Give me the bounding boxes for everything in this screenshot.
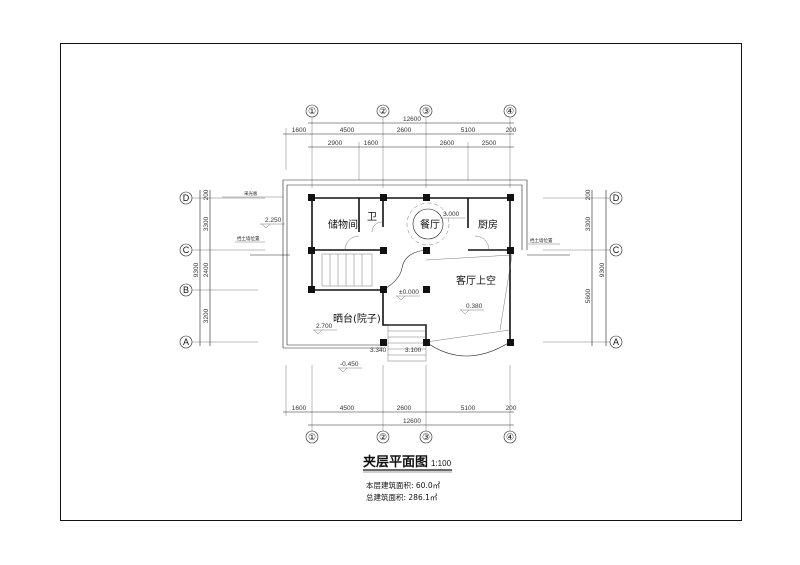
axis-d-right: D: [609, 191, 623, 205]
svg-text:9300: 9300: [193, 262, 200, 277]
title-block: 夹层平面图 1:100 本层建筑面积: 60.0㎡ 总建筑面积: 286.1㎡: [363, 454, 452, 502]
room-labels: 储物间 卫 餐厅 厨房 客厅上空 晒台(院子): [328, 212, 498, 325]
axis-bubbles: ① ② ③ ④ ① ② ③ ④ D C B A D C A: [179, 104, 623, 444]
svg-text:挡土墙位置: 挡土墙位置: [237, 235, 260, 242]
svg-text:2600: 2600: [397, 127, 412, 134]
dining-table: [406, 202, 450, 246]
svg-text:3.000: 3.000: [443, 211, 460, 218]
doors: [344, 221, 490, 251]
columns: [308, 194, 514, 346]
svg-text:3200: 3200: [203, 308, 210, 323]
axis-1-top: ①: [305, 104, 319, 118]
svg-text:2.250: 2.250: [265, 217, 282, 224]
svg-text:5100: 5100: [461, 405, 476, 412]
svg-text:3.100: 3.100: [405, 347, 422, 354]
axis-4-top: ④: [503, 104, 517, 118]
svg-text:3300: 3300: [203, 216, 210, 231]
room-dining: 餐厅: [420, 218, 440, 231]
svg-text:C: C: [183, 245, 190, 255]
stairs: [321, 253, 427, 362]
svg-text:200: 200: [585, 189, 592, 200]
axis-2-bottom: ②: [376, 430, 390, 444]
dimension-lines: [199, 122, 607, 426]
svg-text:2500: 2500: [482, 140, 497, 147]
svg-text:A: A: [183, 337, 189, 347]
svg-text:200: 200: [506, 405, 517, 412]
axis-a-left: A: [179, 335, 193, 349]
svg-text:4500: 4500: [340, 405, 355, 412]
room-kitchen: 厨房: [478, 218, 498, 231]
svg-text:④: ④: [506, 432, 514, 442]
drawing-title: 夹层平面图: [363, 454, 428, 470]
svg-text:②: ②: [379, 432, 387, 442]
notes: 采光板 挡土墙位置 挡土墙位置: [222, 190, 560, 245]
svg-text:①: ①: [308, 432, 316, 442]
total-area: 总建筑面积: 286.1㎡: [366, 492, 438, 502]
drawing-frame: [60, 43, 742, 521]
svg-text:2900: 2900: [328, 140, 343, 147]
svg-text:②: ②: [379, 106, 387, 116]
svg-text:3300: 3300: [585, 216, 592, 231]
svg-text:2.700: 2.700: [316, 323, 333, 330]
floor-area: 本层建筑面积: 60.0㎡: [366, 480, 441, 490]
svg-text:5100: 5100: [461, 127, 476, 134]
svg-text:D: D: [183, 193, 190, 203]
axis-c-left: C: [179, 243, 193, 257]
room-terrace: 晒台(院子): [333, 312, 381, 325]
svg-text:④: ④: [506, 106, 514, 116]
svg-text:1600: 1600: [292, 127, 307, 134]
svg-text:2600: 2600: [397, 405, 412, 412]
svg-text:±0.000: ±0.000: [399, 289, 419, 296]
svg-text:A: A: [613, 337, 619, 347]
svg-text:200: 200: [203, 189, 210, 200]
svg-text:2600: 2600: [440, 140, 455, 147]
drawing-scale: 1:100: [431, 459, 452, 468]
void-outline: [425, 254, 513, 331]
room-storage: 储物间: [328, 218, 358, 231]
axis-3-bottom: ③: [419, 430, 433, 444]
axis-4-bottom: ④: [503, 430, 517, 444]
svg-text:①: ①: [308, 106, 316, 116]
svg-text:0.380: 0.380: [466, 303, 483, 310]
svg-text:③: ③: [422, 106, 430, 116]
svg-text:1600: 1600: [364, 140, 379, 147]
svg-text:B: B: [183, 285, 189, 295]
svg-text:C: C: [613, 245, 620, 255]
svg-text:2400: 2400: [203, 262, 210, 277]
svg-text:12600: 12600: [403, 418, 421, 425]
axis-c-right: C: [609, 243, 623, 257]
room-toilet: 卫: [367, 212, 377, 223]
svg-text:③: ③: [422, 432, 430, 442]
axis-d-left: D: [179, 191, 193, 205]
room-living-void: 客厅上空: [456, 274, 496, 287]
svg-text:挡土墙位置: 挡土墙位置: [530, 237, 553, 244]
axis-3-top: ③: [419, 104, 433, 118]
svg-text:3.340: 3.340: [370, 347, 387, 354]
svg-text:1600: 1600: [292, 405, 307, 412]
elevation-marks: 2.250 3.000 ±0.000 0.380 2.700 3.340 3.1…: [260, 211, 484, 373]
svg-text:12600: 12600: [403, 116, 421, 123]
grid-lines: [192, 117, 610, 431]
svg-text:200: 200: [506, 127, 517, 134]
svg-text:4500: 4500: [340, 127, 355, 134]
curved-wall: [382, 249, 427, 291]
dimension-labels: 12600 1600 4500 2600 5100 200 2900 1600 …: [193, 116, 606, 425]
svg-text:采光板: 采光板: [244, 190, 258, 197]
svg-text:D: D: [613, 193, 620, 203]
svg-text:5600: 5600: [585, 288, 592, 303]
axis-2-top: ②: [376, 104, 390, 118]
svg-text:-0.450: -0.450: [340, 361, 359, 368]
axis-1-bottom: ①: [305, 430, 319, 444]
svg-text:9300: 9300: [599, 262, 606, 277]
axis-a-right: A: [609, 335, 623, 349]
bay-window: [425, 341, 511, 357]
axis-b-left: B: [179, 283, 193, 297]
outer-walls: [250, 179, 570, 349]
